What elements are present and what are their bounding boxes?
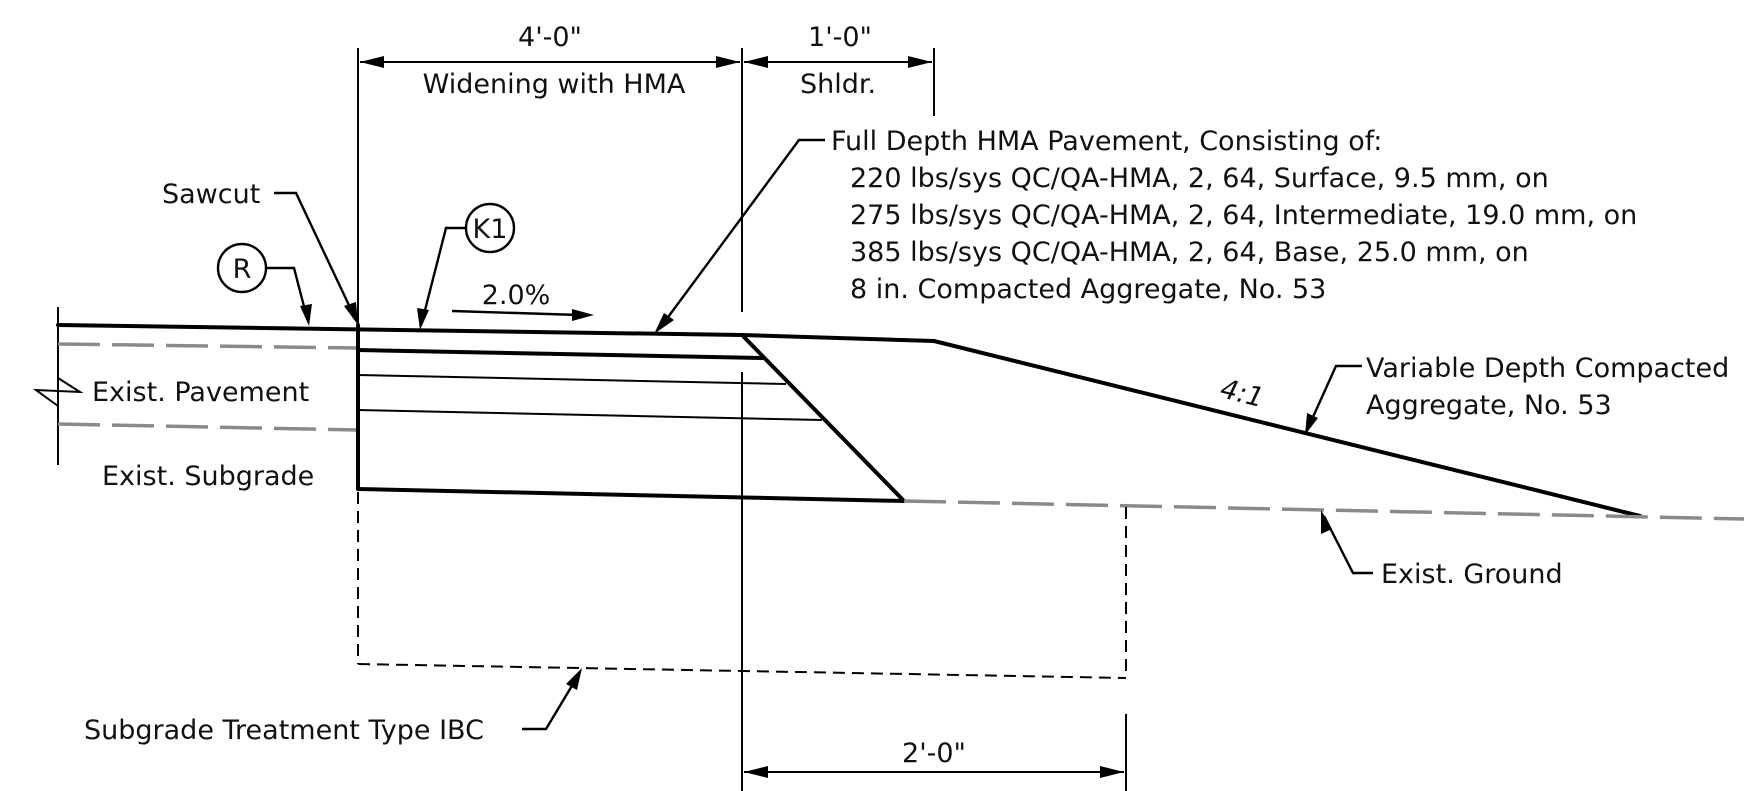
arrowhead-icon [1321, 510, 1332, 534]
widening-label-text: Widening with HMA [423, 69, 686, 100]
treatment-extension-dimension: 2'-0" [744, 714, 1127, 791]
arrowhead-icon [566, 668, 582, 690]
k1-symbol-text: K1 [473, 214, 508, 245]
subgrade-treatment-callout: Subgrade Treatment Type IBC [84, 668, 582, 746]
aggregate-slope-line [932, 339, 1642, 518]
aggregate-note-line1: Variable Depth Compacted [1366, 353, 1729, 384]
r-callout: R [216, 242, 312, 326]
hma-layer-base: 385 lbs/sys QC/QA-HMA, 2, 64, Base, 25.0… [850, 237, 1529, 268]
shoulder-surface-line [740, 333, 936, 343]
sawcut-leader [274, 191, 357, 319]
aggregate-layer-bottom-line [356, 487, 906, 503]
arrowhead-icon [360, 56, 384, 68]
base-layer-bottom-line [357, 409, 823, 421]
aggregate-note-leader [1306, 364, 1362, 429]
pavement-surface-line [56, 323, 744, 337]
k1-leader [420, 226, 466, 323]
full-depth-hma-note: Full Depth HMA Pavement, Consisting of: … [654, 126, 1637, 334]
cross-slope-arrow [451, 309, 581, 317]
shoulder-width-text: 1'-0" [808, 22, 872, 53]
arrowhead-icon [1305, 413, 1318, 435]
existing-pavement: Exist. Pavement Exist. Subgrade [32, 307, 359, 492]
arrowhead-icon [300, 304, 312, 326]
exist-ground-leader [1322, 515, 1373, 575]
hma-note-leader [659, 138, 825, 329]
widening-width-text: 4'-0" [518, 22, 582, 53]
surface-layer-bottom-line [356, 348, 764, 360]
aggregate-note-line2: Aggregate, No. 53 [1366, 390, 1612, 421]
k1-callout: K1 [417, 202, 516, 330]
shoulder-dimension: 1'-0" Shldr. [744, 22, 935, 116]
break-symbol-icon [32, 377, 84, 407]
intermediate-layer-bottom-line [357, 374, 787, 385]
hma-layer-surface: 220 lbs/sys QC/QA-HMA, 2, 64, Surface, 9… [850, 163, 1549, 194]
exist-subgrade-label: Exist. Subgrade [102, 461, 314, 492]
arrowhead-icon [744, 766, 768, 778]
r-leader [266, 266, 309, 319]
r-symbol-text: R [233, 254, 252, 285]
arrowhead-icon [1100, 766, 1124, 778]
hma-wedge-slope-line [740, 333, 906, 503]
existing-ground-dashed [903, 499, 1744, 521]
shoulder-label-text: Shldr. [800, 69, 876, 100]
arrowhead-icon [744, 56, 768, 68]
existing-pavement-bottom-dashed [57, 422, 359, 432]
exist-ground-callout: Exist. Ground [1321, 510, 1563, 590]
existing-pavement-top-dashed [57, 342, 359, 350]
subgrade-treatment-leader [522, 673, 581, 731]
sawcut-callout: Sawcut [162, 179, 358, 325]
subgrade-treatment-box [357, 492, 1127, 679]
sawcut-label: Sawcut [162, 179, 260, 210]
cross-slope-indicator: 2.0% [451, 280, 594, 321]
exist-pavement-label: Exist. Pavement [92, 377, 309, 408]
arrowhead-icon [908, 56, 932, 68]
subgrade-treatment-label: Subgrade Treatment Type IBC [84, 715, 484, 746]
arrowhead-icon [344, 302, 358, 325]
widening-dimension: 4'-0" Widening with HMA [357, 22, 743, 325]
exist-ground-label: Exist. Ground [1381, 559, 1563, 590]
aggregate-note: Variable Depth Compacted Aggregate, No. … [1305, 353, 1729, 435]
widening-section [56, 323, 1642, 791]
cross-slope-text: 2.0% [482, 280, 551, 311]
side-slope-text: 4:1 [1217, 373, 1267, 414]
arrowhead-icon [716, 56, 740, 68]
arrowhead-icon [417, 308, 429, 330]
arrowhead-icon [572, 309, 594, 321]
arrowhead-icon [654, 313, 674, 334]
hma-layer-intermediate: 275 lbs/sys QC/QA-HMA, 2, 64, Intermedia… [850, 200, 1637, 231]
treatment-bottom-edge [357, 663, 1127, 679]
hma-layer-aggregate: 8 in. Compacted Aggregate, No. 53 [850, 274, 1326, 305]
hma-note-title: Full Depth HMA Pavement, Consisting of: [831, 126, 1382, 157]
treatment-extension-text: 2'-0" [902, 738, 966, 769]
